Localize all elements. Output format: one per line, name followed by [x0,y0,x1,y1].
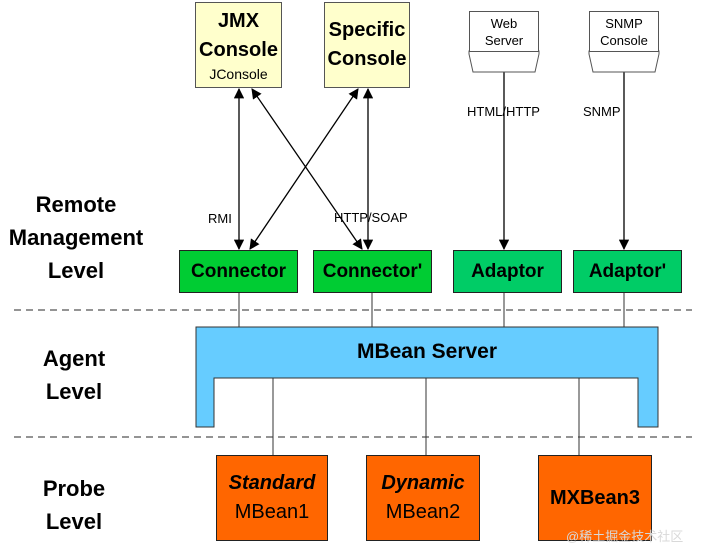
specific-console-box: Specific Console [324,2,410,88]
mbean-server-bus [195,326,659,428]
snmp-console-stand [588,50,660,73]
mx-mbean-box: MXBean3 [538,455,652,541]
connector-prime-box: Connector' [313,250,432,293]
adaptor-prime-box: Adaptor' [573,250,682,293]
rmi-label: RMI [208,211,232,226]
arrow-jmx-connector2 [251,88,363,250]
snmp-label: SNMP [583,104,621,119]
dynamic-mbean-box: Dynamic MBean2 [366,455,480,541]
web-server-stand [468,50,540,73]
probe-level-label: Probe Level [42,476,106,534]
arrow-specific-connector [249,88,359,250]
html-http-label: HTML/HTTP [467,104,540,119]
watermark-text: @稀土掘金技术社区 [566,529,684,544]
standard-mbean-box: Standard MBean1 [216,455,328,541]
connector-box: Connector [179,250,298,293]
adaptor-box: Adaptor [453,250,562,293]
http-soap-label: HTTP/SOAP [334,210,408,225]
agent-level-label: Agent Level [42,346,106,404]
jmx-console-box: JMX Console JConsole [195,2,282,88]
remote-management-level-label: Remote Management Level [8,192,144,283]
mbean-server-label: MBean Server [356,340,498,363]
web-server-screen: Web Server [469,11,539,52]
snmp-console-screen: SNMP Console [589,11,659,52]
